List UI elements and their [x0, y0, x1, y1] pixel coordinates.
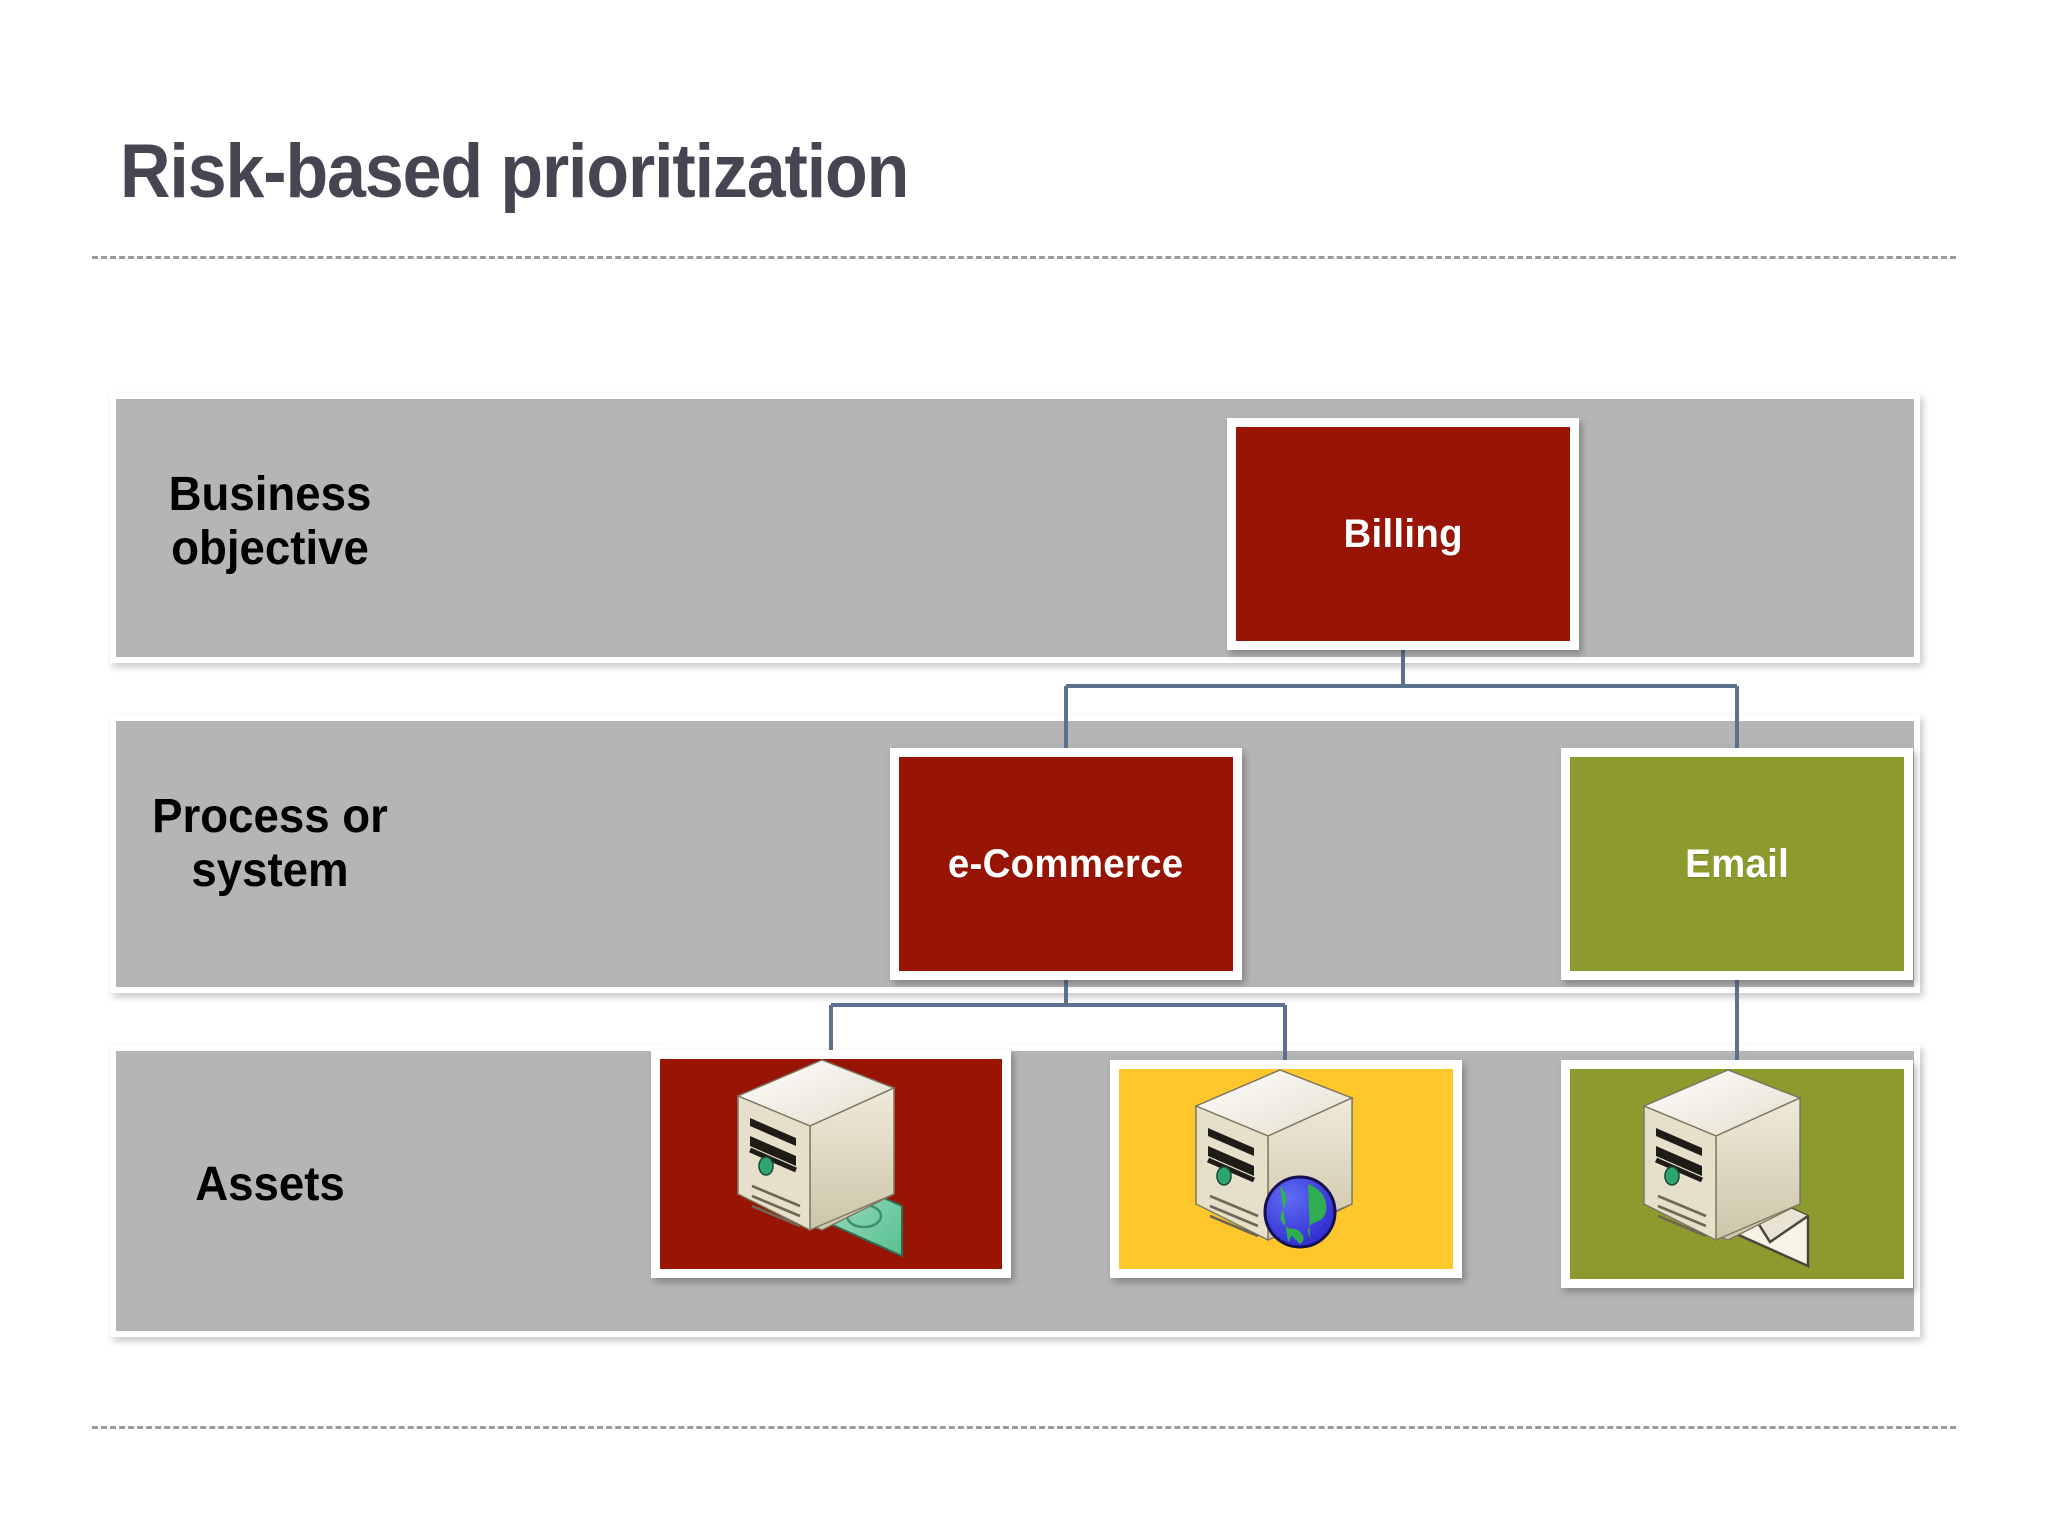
- row-label-assets: Assets: [14, 1158, 527, 1212]
- row-band-business-objective: [110, 393, 1920, 663]
- server-globe-icon: [1193, 1069, 1354, 1249]
- row-label-line-1: Business: [168, 468, 372, 521]
- row-label-line-1: Process or: [152, 790, 388, 843]
- asset-billing-server[interactable]: [651, 1050, 1011, 1278]
- title-divider-top: [92, 256, 1956, 259]
- row-label-line-1: Assets: [195, 1158, 345, 1211]
- page-title: Risk-based prioritization: [120, 129, 909, 214]
- node-billing[interactable]: Billing: [1227, 418, 1579, 650]
- row-label-process-or-system: Process or system: [14, 790, 527, 898]
- asset-mail-server[interactable]: [1561, 1060, 1913, 1288]
- node-ecommerce-label: e-Commerce: [948, 841, 1184, 886]
- node-email[interactable]: Email: [1561, 748, 1913, 980]
- row-label-line-2: system: [191, 843, 349, 897]
- node-billing-label: Billing: [1343, 511, 1463, 556]
- node-ecommerce[interactable]: e-Commerce: [890, 748, 1242, 980]
- node-email-label: Email: [1685, 841, 1789, 886]
- row-label-line-2: objective: [171, 521, 369, 575]
- server-money-icon: [736, 1059, 903, 1258]
- slide-divider-bottom: [92, 1426, 1956, 1429]
- server-mail-icon: [1642, 1069, 1810, 1268]
- asset-web-server[interactable]: [1110, 1060, 1462, 1278]
- row-label-business-objective: Business objective: [14, 468, 527, 576]
